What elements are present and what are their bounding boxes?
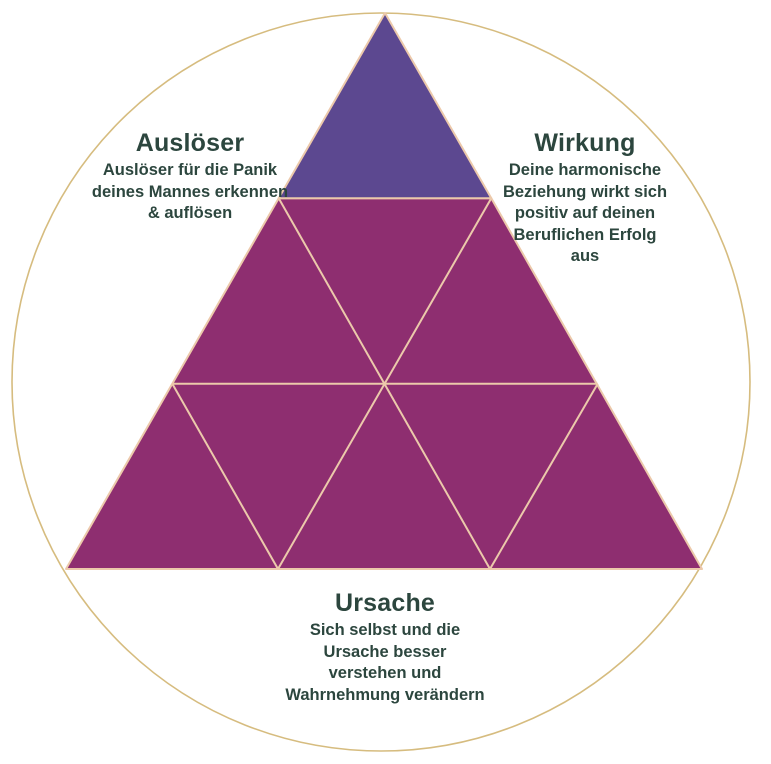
wirkung-line-5: aus: [570, 247, 600, 265]
wirkung-description: Deine harmonische Beziehung wirkt sich p…: [453, 160, 717, 268]
ursache-line-2: Ursache besser: [323, 642, 447, 661]
ausloeser-line-2: deines Mannes erkennen: [91, 182, 289, 201]
ursache-line-3: verstehen und: [328, 664, 442, 682]
wirkung-title: Wirkung: [534, 129, 636, 157]
ausloeser-line-3: & auflösen: [147, 204, 233, 222]
ursache-title: Ursache: [334, 589, 436, 617]
ausloeser-line-1: Auslöser für die Panik: [102, 161, 278, 179]
wirkung-line-1: Deine harmonische: [508, 161, 662, 179]
label-ausloeser: Auslöser Auslöser für die Panik deines M…: [58, 128, 322, 225]
label-wirkung: Wirkung Deine harmonische Beziehung wirk…: [453, 128, 717, 268]
outer-circle: [11, 12, 751, 752]
ausloeser-title: Auslöser: [135, 129, 245, 157]
ursache-line-4: Wahrnehmung verändern: [285, 685, 485, 704]
grid-line-down-left: [277, 197, 493, 570]
grid-line-down-right-2: [171, 383, 279, 570]
wirkung-line-2: Beziehung wirkt sich: [502, 182, 668, 201]
grid-line-down-left-2: [489, 383, 599, 570]
pyramid-apex-segment: [277, 12, 493, 200]
wirkung-line-4: Beruflichen Erfolg: [513, 225, 657, 244]
wirkung-line-3: positiv auf deinen: [514, 204, 656, 222]
ausloeser-description: Auslöser für die Panik deines Mannes erk…: [58, 160, 322, 225]
label-ursache: Ursache Sich selbst und die Ursache bess…: [253, 588, 517, 706]
ursache-line-1: Sich selbst und die: [309, 621, 461, 639]
ursache-description: Sich selbst und die Ursache besser verst…: [253, 620, 517, 706]
